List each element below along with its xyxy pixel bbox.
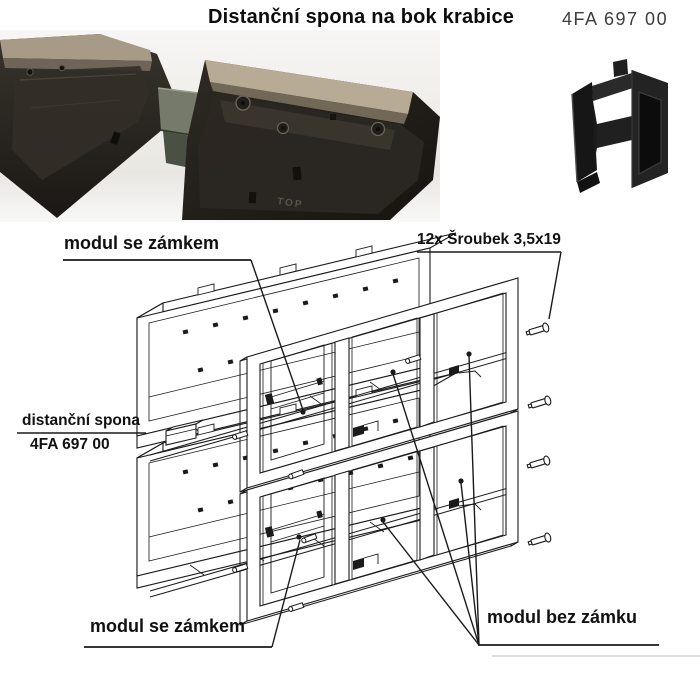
photo-assembled-boxes: TOP [0,30,440,222]
page-title: Distanční spona na bok krabice [208,6,515,28]
label-spacer-clip-line1: distanční spona [22,412,140,429]
photo-clip-svg [571,59,668,193]
photo-left-box-part [0,34,172,218]
screw-4 [526,531,553,549]
screw-2 [526,394,553,412]
label-module-with-lock-bottom: modul se zámkem [90,616,246,636]
photo-assembled-svg [0,30,440,222]
label-module-with-lock-top: modul se zámkem [64,233,220,253]
spacer-clip-drawing [165,419,204,446]
part-number: 4FA 697 00 [562,9,669,29]
leader-dots [296,351,472,540]
screw-1 [524,321,551,339]
screw-3 [525,454,552,472]
label-spacer-clip-line2: 4FA 697 00 [30,436,110,453]
leader-lines [17,251,700,657]
clip-part-shape [571,59,668,193]
photo-right-box-part [182,60,440,220]
screws [524,321,553,549]
photo-spacer-clip-part [558,46,678,206]
label-screws: 12x Šroubek 3,5x19 [417,231,561,248]
label-module-without-lock: modul bez zámku [487,607,638,627]
